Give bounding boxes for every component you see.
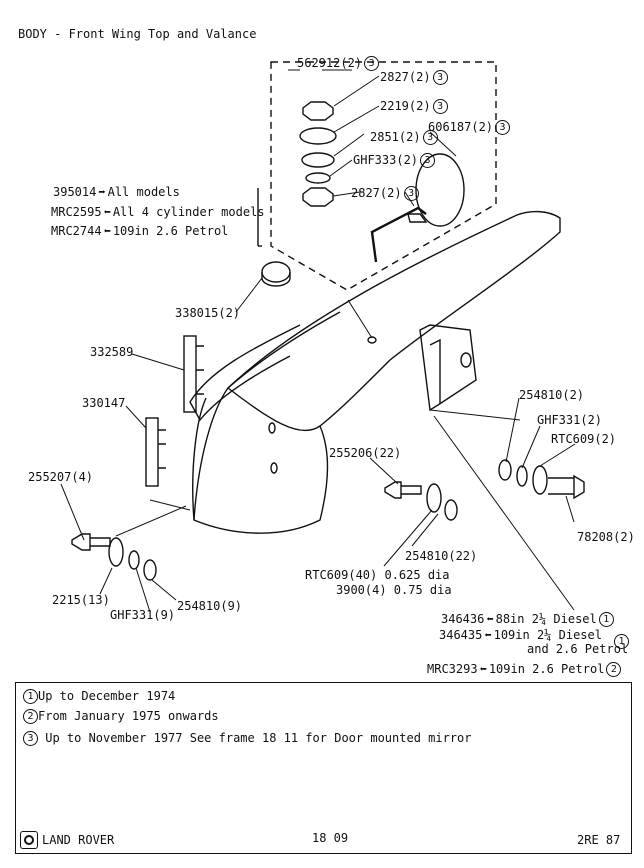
callout-254810-c: 254810(9) [177, 599, 243, 613]
bracket-332589 [183, 335, 197, 413]
page-title: BODY - Front Wing Top and Valance [18, 27, 257, 41]
inner-valance [419, 324, 477, 412]
callout-254810-b: 254810(22) [405, 549, 478, 563]
callout-GHF331-b: GHF331(9) [110, 608, 176, 622]
wing-valance [193, 387, 329, 534]
callout-2851: 2851(2)3 [370, 130, 438, 145]
callout-RTC609-a: RTC609(2) [551, 432, 617, 446]
callout-MRC2744: MRC2744⬅109in 2.6 Petrol [51, 224, 229, 238]
footer-brand: LAND ROVER [42, 833, 115, 847]
callout-346435-line2: and 2.6 Petrol [527, 642, 629, 656]
callout-3900: 3900(4) 0.75 dia [336, 583, 452, 597]
arrow-left-icon: ⬅ [486, 612, 494, 626]
callout-395014: 395014➡All models [53, 185, 180, 199]
callout-MRC2595: MRC2595⬅All 4 cylinder models [51, 205, 265, 219]
callout-2219: 2219(2)3 [380, 99, 448, 114]
callout-255206: 255206(22) [329, 446, 402, 460]
arrow-right-icon: ➡ [98, 185, 106, 199]
bracket-330147 [145, 417, 159, 487]
wing-top-panel [226, 210, 561, 432]
callout-78208: 78208(2) [577, 530, 635, 544]
note-3: 3 Up to November 1977 See frame 18 11 fo… [21, 731, 472, 746]
callout-254810-a: 254810(2) [519, 388, 585, 402]
callout-332589: 332589 [90, 345, 134, 359]
circled-one: 1 [612, 634, 629, 649]
arrow-left-icon: ⬅ [484, 628, 492, 642]
footer-frame: 18 09 [312, 831, 349, 845]
callout-GHF333: GHF333(2)3 [353, 153, 436, 168]
callout-RTC609-b: RTC609(40) 0.625 dia [305, 568, 450, 582]
arrow-left-icon: ⬅ [103, 224, 111, 238]
mirror-arm [370, 206, 427, 263]
callout-562912: 562912(2)3 [297, 56, 380, 71]
callout-338015: 338015(2) [175, 306, 241, 320]
plug-338015 [261, 261, 291, 283]
callout-GHF331-a: GHF331(2) [537, 413, 603, 427]
callout-2827-top: 2827(2)3 [380, 70, 448, 85]
callout-606187: 606187(2)3 [428, 120, 511, 135]
footer-page: 2RE 87 [577, 833, 621, 847]
callout-346435: 346435⬅109in 2¼ Diesel [439, 628, 602, 642]
callout-255207: 255207(4) [28, 470, 94, 484]
callout-2215: 2215(13) [52, 593, 110, 607]
arrow-left-icon: ⬅ [103, 205, 111, 219]
callout-2827-bottom: 2827(2)3 [351, 186, 419, 201]
callout-330147: 330147 [82, 396, 126, 410]
land-rover-logo-icon [20, 831, 38, 849]
arrow-left-icon: ⬅ [479, 662, 487, 676]
